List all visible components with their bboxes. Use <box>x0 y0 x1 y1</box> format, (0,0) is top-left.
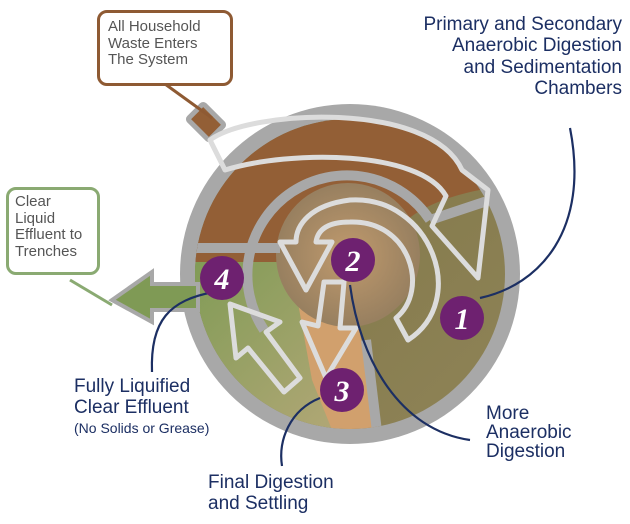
fully-liquified-note: (No Solids or Grease) <box>74 419 210 436</box>
output-callout-line-2: Liquid <box>15 209 56 227</box>
leader-more-anaerobic <box>348 284 471 442</box>
stage-badge-3 <box>320 368 364 412</box>
baffle-ring <box>242 170 435 333</box>
chambers-line-2: Anaerobic Digestion <box>451 35 622 57</box>
more-anaerobic-line-2: Anaerobic <box>486 422 572 443</box>
fully-liquified-label: Fully Liquified Clear Effluent (No Solid… <box>74 376 209 436</box>
leader-input-box <box>164 82 213 120</box>
final-digestion-line-2: and Settling <box>208 493 309 515</box>
stage-badge-1 <box>440 296 484 340</box>
stage-number-3: 3 <box>334 375 350 408</box>
more-anaerobic-line-3: Digestion <box>486 441 566 462</box>
stage-badge-2 <box>331 238 375 282</box>
fully-liquified-line-1: Fully Liquified <box>74 376 191 397</box>
baffle-right <box>428 185 505 225</box>
chambers-line-1: Primary and Secondary <box>423 14 622 35</box>
top-flow-arrow <box>207 114 491 281</box>
inlet-pipe <box>185 101 227 143</box>
input-callout-line-3: The System <box>108 51 189 68</box>
input-callout-box: All Household Waste Enters The System <box>97 10 233 86</box>
more-anaerobic-label: More Anaerobic Digestion <box>486 404 572 461</box>
stage-number-1: 1 <box>455 303 470 336</box>
output-callout-line-4: Trenches <box>15 242 77 260</box>
input-callout-line-2: Waste Enters <box>108 34 198 52</box>
chambers-label: Primary and Secondary Anaerobic Digestio… <box>423 14 622 99</box>
output-callout-box: Clear Liquid Effluent to Trenches <box>6 187 100 275</box>
fully-liquified-line-2: Clear Effluent <box>74 397 189 419</box>
output-callout-line-1: Clear <box>15 193 51 210</box>
output-callout-line-3: Effluent to <box>15 226 83 243</box>
final-digestion-label: Final Digestion and Settling <box>208 472 334 515</box>
stage-number-2: 2 <box>345 245 361 278</box>
final-digestion-line-1: Final Digestion <box>208 472 334 493</box>
center-swirl-arrow <box>277 197 441 343</box>
more-anaerobic-line-1: More <box>486 403 530 424</box>
up-left-flow-arrow <box>227 301 303 395</box>
baffle-bottom <box>361 339 383 429</box>
chambers-line-3: and Sedimentation <box>463 56 622 78</box>
input-callout-line-1: All Household <box>108 18 201 35</box>
stage-badge-4 <box>200 256 244 300</box>
leader-output-box <box>69 278 113 307</box>
leader-chambers <box>479 127 576 300</box>
leader-fully-liquified <box>150 290 215 373</box>
down-flow-arrow <box>299 279 359 381</box>
leader-final-digestion <box>280 396 321 467</box>
chambers-line-4: Chambers <box>534 77 622 99</box>
stage-number-4: 4 <box>214 263 230 296</box>
